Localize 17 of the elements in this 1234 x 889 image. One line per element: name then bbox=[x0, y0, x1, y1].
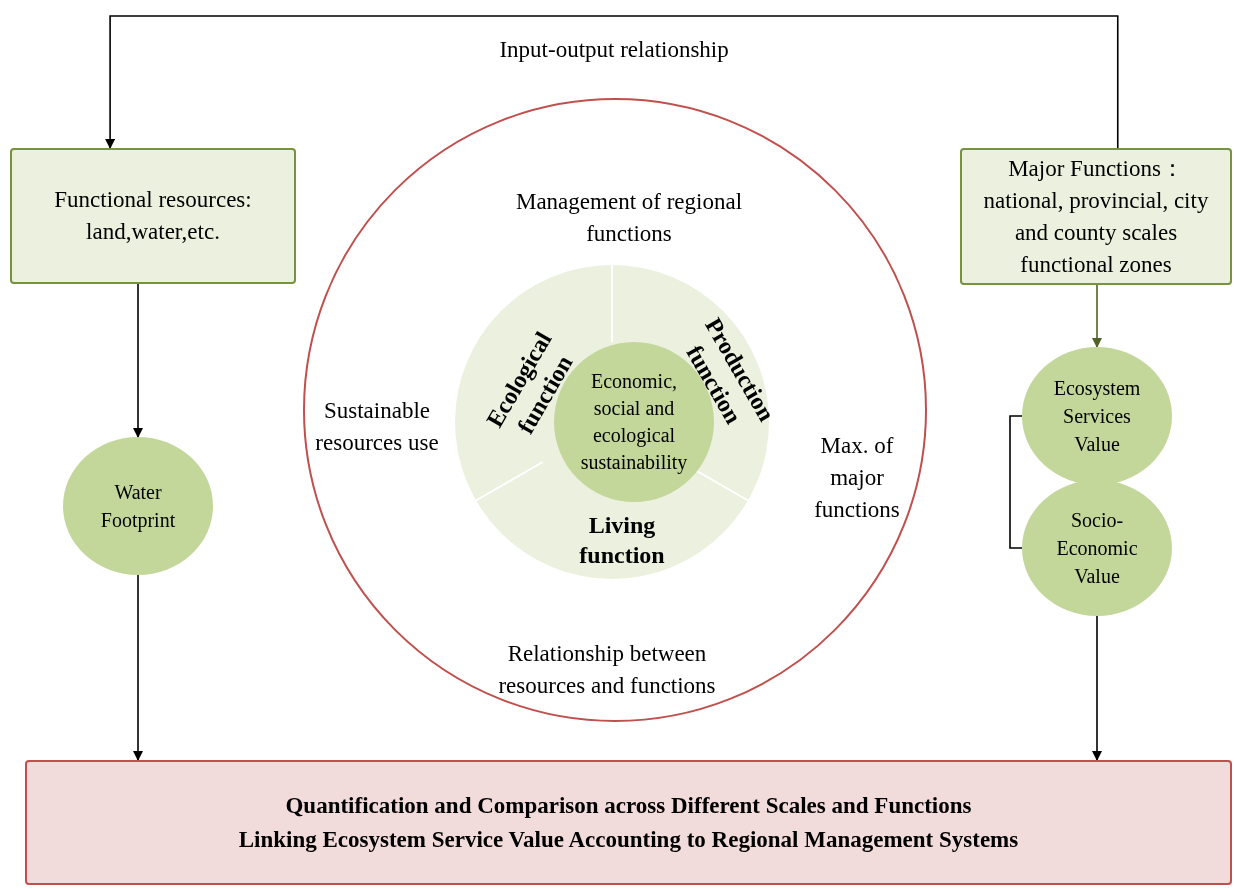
value-circle: Water Footprint bbox=[63, 437, 213, 575]
arrow bbox=[133, 574, 143, 761]
value-circle: Ecosystem Services Value bbox=[1022, 347, 1172, 485]
ring-label: Sustainable resources use bbox=[314, 397, 440, 457]
arrow bbox=[1092, 615, 1102, 761]
ring-label: Relationship between resources and functions bbox=[497, 640, 717, 700]
process-box: Functional resources: land,water,etc. bbox=[10, 148, 296, 284]
sector-label: Living function bbox=[547, 500, 697, 580]
arrow bbox=[133, 283, 143, 438]
bracket-connector bbox=[1009, 415, 1023, 549]
value-circle: Socio-Economic Value bbox=[1022, 480, 1172, 616]
ring-label: Management of regional functions bbox=[514, 188, 744, 248]
result-box: Quantification and Comparison across Different Scales and Functions Linking Ecosystem Service Value Accounting to Regional Management Systems bbox=[25, 760, 1232, 885]
process-box: Major Functions： national, provincial, city and county scales functional zones bbox=[960, 148, 1232, 285]
ring-label: Max. of major functions bbox=[813, 432, 901, 524]
arrow bbox=[1092, 284, 1102, 348]
arrow bbox=[105, 15, 1119, 149]
